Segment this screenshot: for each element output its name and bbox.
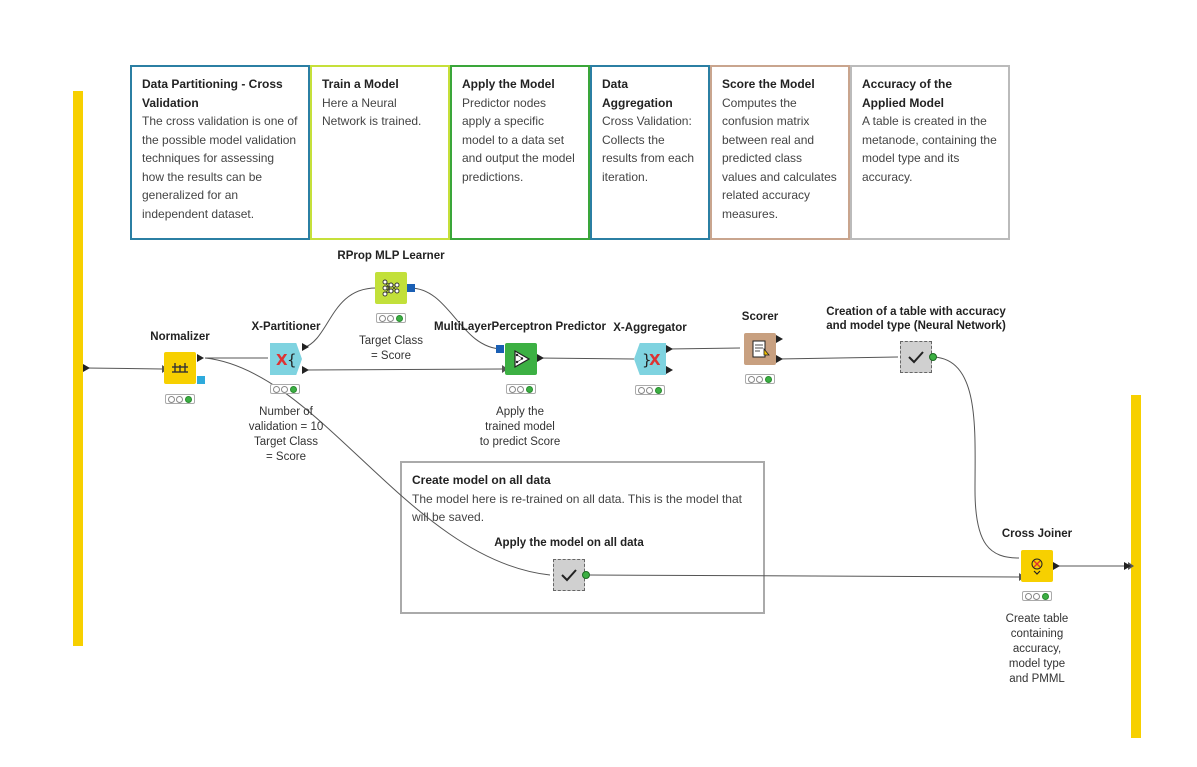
apply-all-out-port[interactable] [582,571,590,579]
cross-joiner-status [1022,591,1052,601]
scorer-status [745,374,775,384]
node-desc-x-partitioner: Number of validation = 10 Target Class =… [248,406,324,463]
node-title-rprop: RProp MLP Learner [337,250,445,262]
annotation-title: Create model on all data [412,473,551,487]
mlp-predictor-model-in-port[interactable] [496,345,504,353]
normalizer-status [165,394,195,404]
cross-joiner-out-port[interactable] [1053,562,1060,570]
wire-rprop-predictor [409,287,503,350]
checkmark-metanode-icon [561,569,577,582]
x-aggregator-status [635,385,665,395]
svg-text:X: X [276,351,288,369]
scorer-icon [752,340,770,358]
node-title-x-partitioner: X-Partitioner [251,321,321,333]
svg-text:}: } [642,351,652,369]
annotation-title: Accuracy of the Applied Model [862,77,953,110]
x-partitioner-icon: X { [276,351,297,369]
wire-aggregator-scorer [667,347,741,350]
annotation-body: Here a Neural Network is trained. [322,95,422,129]
node-creation-table-metanode[interactable] [900,341,932,373]
wire-bar-normalizer [85,367,163,370]
annotation-body: The cross validation is one of the possi… [142,114,298,221]
x-partitioner-status [270,384,300,394]
x-aggregator-out-port-2[interactable] [666,366,673,374]
annotation-body: Predictor nodes apply a specific model t… [462,95,575,184]
node-desc-cross-joiner: Create table containing accuracy, model … [1005,613,1069,685]
annotation-train-model[interactable]: Train a Model Here a Neural Network is t… [310,65,450,240]
node-normalizer[interactable] [164,352,196,384]
creation-table-out-port[interactable] [929,353,937,361]
cross-joiner-icon [1031,558,1043,575]
wire-creation-joiner [933,356,1020,559]
svg-text:{: { [287,351,297,369]
normalizer-model-port[interactable] [197,376,205,384]
x-partitioner-out-port-2[interactable] [302,366,309,374]
annotation-data-partitioning[interactable]: Data Partitioning - Cross Validation The… [130,65,310,240]
annotation-accuracy[interactable]: Accuracy of the Applied Model A table is… [850,65,1010,240]
node-title-scorer: Scorer [741,311,779,323]
x-aggregator-out-port-1[interactable] [666,345,673,353]
node-desc-rprop: Target Class = Score [359,335,423,362]
right-workflow-bar [1131,395,1141,738]
wire-applyall-joiner [587,574,1020,578]
workflow-output-port[interactable] [1124,562,1131,570]
annotation-body: Cross Validation: Collects the results f… [602,114,695,184]
annotation-body: A table is created in the metanode, cont… [862,114,997,184]
node-title-apply-all: Apply the model on all data [494,537,644,549]
node-title-x-aggregator: X-Aggregator [613,322,687,334]
normalizer-out-port[interactable] [197,354,204,362]
node-rprop-mlp-learner[interactable] [375,272,407,304]
node-apply-all-metanode[interactable] [553,559,585,591]
wire-scorer-creation [777,356,899,360]
annotation-title: Apply the Model [462,77,555,91]
predictor-icon [514,349,531,369]
rprop-model-port[interactable] [407,284,415,292]
annotation-score-model[interactable]: Score the Model Computes the confusion m… [710,65,850,240]
wire-predictor-aggregator [536,357,635,360]
checkmark-metanode-icon [908,351,924,364]
normalizer-icon [172,363,188,373]
wire-normalizer-applyall [204,357,551,576]
annotation-title: Train a Model [322,77,399,91]
node-mlp-predictor[interactable] [505,343,537,375]
node-desc-mlp-predictor: Apply the trained model to predict Score [479,406,561,448]
node-x-aggregator[interactable]: } X [634,343,666,375]
annotation-body: The model here is re-trained on all data… [412,491,742,525]
annotation-title: Data Aggregation [602,77,673,110]
mlp-predictor-status [506,384,536,394]
node-title-creation-table: Creation of a table with accuracy and mo… [826,306,1006,332]
node-title-cross-joiner: Cross Joiner [1001,528,1073,540]
annotation-title: Data Partitioning - Cross Validation [142,77,283,110]
annotation-apply-model[interactable]: Apply the Model Predictor nodes apply a … [450,65,590,240]
annotation-data-aggregation[interactable]: Data Aggregation Cross Validation: Colle… [590,65,710,240]
neural-network-icon [382,279,400,297]
x-partitioner-out-port-1[interactable] [302,343,309,351]
scorer-out-port-2[interactable] [776,355,783,363]
mlp-predictor-out-port[interactable] [537,354,544,362]
left-workflow-bar [73,91,83,646]
scorer-out-port-1[interactable] [776,335,783,343]
annotation-title: Score the Model [722,77,815,91]
svg-text:X: X [649,351,661,369]
wire-xpart-rprop [302,287,377,349]
workflow-input-port[interactable] [83,364,90,372]
annotation-body: Computes the confusion matrix between re… [722,95,837,221]
node-x-partitioner[interactable]: X { [270,343,302,375]
rprop-status [376,313,406,323]
node-title-normalizer: Normalizer [150,331,210,343]
node-cross-joiner[interactable] [1021,550,1053,582]
node-title-mlp-predictor: MultiLayerPerceptron Predictor [434,321,606,333]
wire-xpart-predictor [304,368,503,371]
x-aggregator-icon: } X [642,351,661,369]
node-scorer[interactable] [744,333,776,365]
